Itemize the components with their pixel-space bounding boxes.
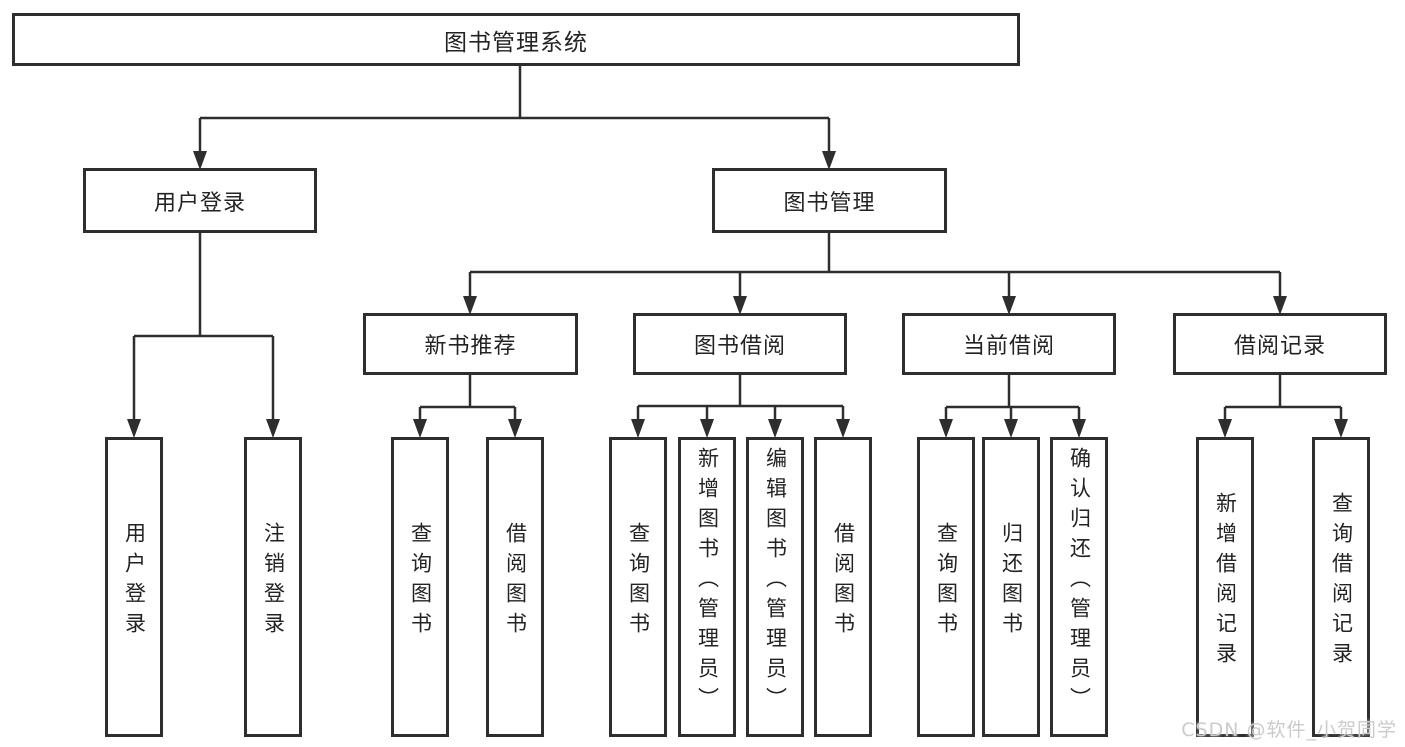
leaf-current-query-books: 查询图书 — [917, 437, 975, 737]
arrowheads — [127, 151, 1348, 438]
node-book-management: 图书管理 — [712, 168, 947, 233]
node-new-book-recommend-label: 新书推荐 — [424, 334, 517, 359]
node-borrow-records: 借阅记录 — [1173, 313, 1387, 375]
leaf-confirm-return-admin-label: 确认归还（管理员） — [1067, 447, 1092, 717]
leaf-rec-query-books-label: 查询图书 — [408, 522, 433, 642]
leaf-query-borrow-record-label: 查询借阅记录 — [1329, 492, 1354, 672]
leaf-return-books-label: 归还图书 — [999, 522, 1024, 642]
node-borrow-records-label: 借阅记录 — [1233, 334, 1326, 359]
node-book-management-label: 图书管理 — [783, 190, 876, 216]
leaf-add-borrow-record: 新增借阅记录 — [1196, 437, 1254, 737]
node-root-system: 图书管理系统 — [12, 13, 1020, 66]
leaf-return-books: 归还图书 — [982, 437, 1040, 737]
leaf-logout-label: 注销登录 — [261, 522, 286, 642]
leaf-rec-borrow-books-label: 借阅图书 — [503, 522, 528, 642]
node-current-borrow: 当前借阅 — [902, 313, 1116, 375]
leaf-current-query-books-label: 查询图书 — [934, 522, 959, 642]
leaf-borrow-books: 借阅图书 — [814, 437, 872, 737]
leaf-add-books-admin-label: 新增图书（管理员） — [695, 447, 720, 717]
leaf-user-login-label: 用户登录 — [122, 522, 147, 642]
leaf-edit-books-admin: 编辑图书（管理员） — [746, 437, 804, 737]
leaf-add-books-admin: 新增图书（管理员） — [678, 437, 736, 737]
leaf-query-borrow-record: 查询借阅记录 — [1312, 437, 1370, 737]
leaf-user-login: 用户登录 — [105, 437, 163, 737]
leaf-borrow-query-books: 查询图书 — [609, 437, 667, 737]
node-user-login-label: 用户登录 — [153, 190, 246, 216]
node-user-login: 用户登录 — [83, 168, 317, 233]
csdn-watermark: CSDN @软件_小贺同学 — [1181, 719, 1397, 741]
leaf-rec-query-books: 查询图书 — [391, 437, 449, 737]
leaf-add-borrow-record-label: 新增借阅记录 — [1213, 492, 1238, 672]
node-new-book-recommend: 新书推荐 — [363, 313, 578, 375]
leaf-borrow-books-label: 借阅图书 — [831, 522, 856, 642]
leaf-edit-books-admin-label: 编辑图书（管理员） — [763, 447, 788, 717]
node-root-label: 图书管理系统 — [444, 29, 588, 56]
leaf-confirm-return-admin: 确认归还（管理员） — [1050, 437, 1108, 737]
leaf-borrow-query-books-label: 查询图书 — [626, 522, 651, 642]
node-current-borrow-label: 当前借阅 — [962, 334, 1055, 359]
leaf-logout: 注销登录 — [244, 437, 302, 737]
leaf-rec-borrow-books: 借阅图书 — [486, 437, 544, 737]
node-book-borrow-label: 图书借阅 — [693, 334, 786, 359]
node-book-borrow: 图书借阅 — [633, 313, 847, 375]
